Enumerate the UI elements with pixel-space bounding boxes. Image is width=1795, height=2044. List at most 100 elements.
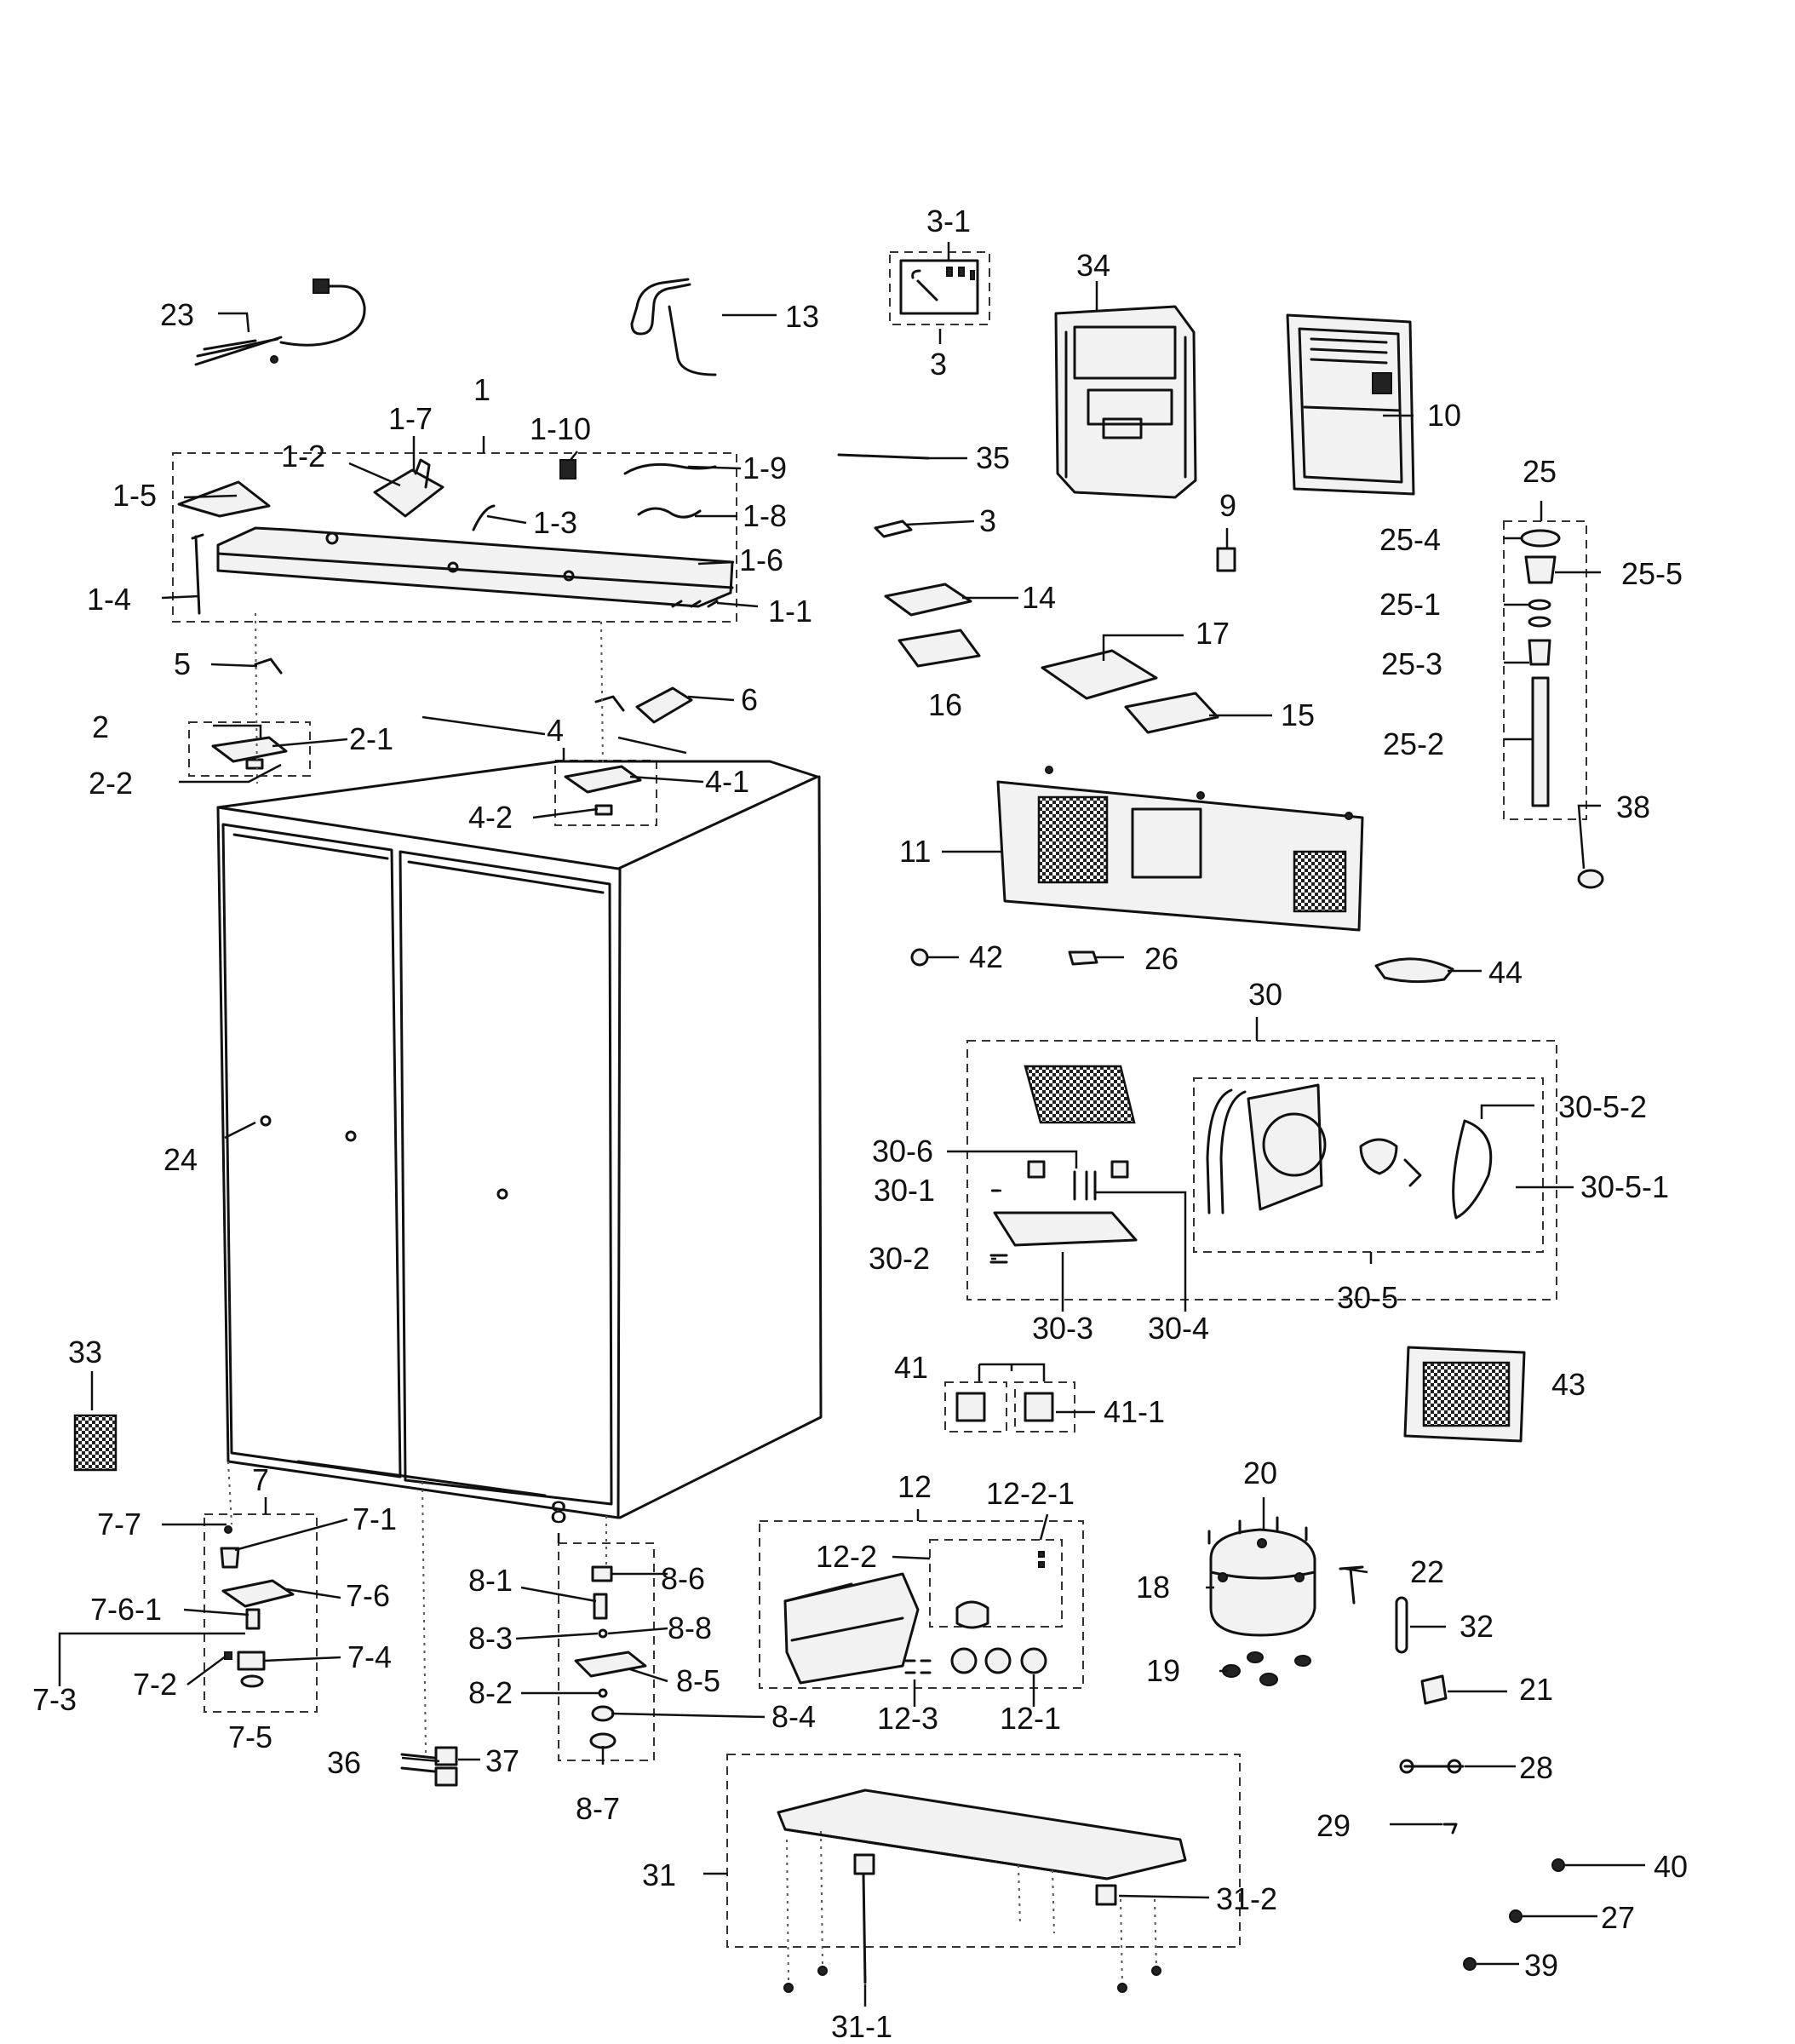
part-37-foot-2 xyxy=(434,1766,458,1787)
callout-7-4: 7-4 xyxy=(347,1639,392,1674)
part-16-plate xyxy=(898,629,981,668)
callout-17: 17 xyxy=(1196,616,1230,651)
callout-30-1: 30-1 xyxy=(874,1173,935,1208)
part-1-6-top-cover xyxy=(216,526,734,608)
callout-30-5-2: 30-5-2 xyxy=(1558,1089,1647,1124)
callout-8-1: 8-1 xyxy=(468,1563,513,1598)
part-10-cover-panel xyxy=(1286,313,1415,496)
callout-28: 28 xyxy=(1519,1750,1553,1785)
callout-8-3: 8-3 xyxy=(468,1621,513,1656)
callout-19: 19 xyxy=(1146,1653,1180,1688)
part-4-2-washer xyxy=(594,804,613,816)
callout-27: 27 xyxy=(1601,1900,1635,1935)
part-13-tube-tail xyxy=(668,305,717,376)
callout-2: 2 xyxy=(92,709,109,744)
callout-31-2: 31-2 xyxy=(1216,1881,1277,1916)
callout-7-6-1: 7-6-1 xyxy=(90,1592,162,1627)
callout-30-5-1: 30-5-1 xyxy=(1580,1169,1669,1204)
callout-31: 31 xyxy=(642,1857,676,1892)
part-5-bracket xyxy=(254,657,283,675)
callout-25-1: 25-1 xyxy=(1379,587,1441,622)
part-9-clip xyxy=(1216,547,1236,572)
part-25-filter-assembly xyxy=(1520,529,1561,807)
callout-labels: 1 1-1 1-2 1-3 1-4 1-5 1-6 1-7 1-8 1-9 1-… xyxy=(32,204,1688,2044)
callout-12-1: 12-1 xyxy=(1000,1701,1061,1736)
callout-7-6: 7-6 xyxy=(346,1578,390,1613)
group-box-25 xyxy=(1503,520,1587,820)
part-1-4-wire xyxy=(191,533,204,615)
callout-7-1: 7-1 xyxy=(353,1501,397,1536)
part-1-10-connector xyxy=(559,459,576,479)
part-18-compressor xyxy=(1209,1528,1316,1686)
callout-1: 1 xyxy=(473,372,490,407)
callout-41: 41 xyxy=(894,1350,928,1385)
part-24-refrigerator-cabinet xyxy=(216,760,823,1519)
callout-44: 44 xyxy=(1488,955,1523,990)
callout-7-3: 7-3 xyxy=(32,1682,77,1717)
callout-8-4: 8-4 xyxy=(771,1699,816,1734)
part-40-grommet xyxy=(1551,1858,1565,1872)
callout-2-2: 2-2 xyxy=(89,766,133,801)
callout-12: 12 xyxy=(898,1469,932,1504)
part-15-pcb xyxy=(1124,692,1219,734)
part-42-nut xyxy=(910,948,929,967)
part-31-base-plate xyxy=(777,1788,1187,1993)
callout-25-4: 25-4 xyxy=(1379,522,1441,557)
callout-6: 6 xyxy=(741,682,758,717)
callout-7-2: 7-2 xyxy=(133,1667,177,1702)
part-1-1-screws xyxy=(671,600,719,608)
callout-22: 22 xyxy=(1410,1554,1444,1589)
part-41-1-bracket xyxy=(1024,1392,1054,1422)
callout-3-bracket: 3 xyxy=(979,503,996,538)
group-box-12-2 xyxy=(929,1539,1063,1628)
part-44-fitting xyxy=(1374,957,1454,984)
callout-7: 7 xyxy=(252,1462,269,1497)
callout-42: 42 xyxy=(969,939,1003,974)
part-39-grommet xyxy=(1463,1957,1477,1971)
callout-30-3: 30-3 xyxy=(1032,1311,1093,1346)
part-14-plate xyxy=(884,583,972,617)
callout-34: 34 xyxy=(1076,248,1110,283)
part-13-tube xyxy=(630,278,691,336)
part-6-bracket xyxy=(635,686,693,724)
callout-35: 35 xyxy=(976,440,1010,475)
callout-12-2: 12-2 xyxy=(816,1539,877,1574)
part-1-7-pin xyxy=(414,458,431,489)
callout-1-3: 1-3 xyxy=(533,505,577,540)
callout-5: 5 xyxy=(174,646,191,681)
part-28-ring xyxy=(1399,1759,1414,1774)
callout-1-1: 1-1 xyxy=(768,594,812,629)
part-2-1-hinge xyxy=(211,736,288,763)
part-7-lower-hinge xyxy=(220,1525,295,1688)
part-28-ring-2 xyxy=(1447,1759,1462,1774)
part-2-2-washer xyxy=(245,758,264,770)
callout-30: 30 xyxy=(1248,977,1282,1012)
group-box-12 xyxy=(759,1520,1084,1689)
part-27-grommet xyxy=(1509,1909,1523,1923)
callout-1-5: 1-5 xyxy=(112,478,157,513)
callout-26: 26 xyxy=(1144,941,1179,976)
callout-12-3: 12-3 xyxy=(877,1701,938,1736)
part-20-bolts xyxy=(1207,1516,1308,1545)
group-box-8 xyxy=(558,1542,655,1761)
callout-10: 10 xyxy=(1427,398,1461,433)
part-43-grill xyxy=(1403,1346,1526,1443)
callout-23: 23 xyxy=(160,297,194,332)
callout-3-1: 3-1 xyxy=(926,204,971,238)
part-1-8-harness xyxy=(637,507,702,519)
callout-12-2-1: 12-2-1 xyxy=(986,1476,1075,1511)
part-36-pins xyxy=(400,1753,436,1773)
callout-18: 18 xyxy=(1136,1570,1170,1605)
callout-30-4: 30-4 xyxy=(1148,1311,1209,1346)
part-21-cover xyxy=(1420,1674,1448,1705)
callout-16: 16 xyxy=(928,687,962,722)
callout-32: 32 xyxy=(1460,1609,1494,1644)
group-box-2 xyxy=(188,721,311,777)
callout-7-7: 7-7 xyxy=(97,1507,141,1542)
part-1-3-wire xyxy=(472,504,496,531)
callout-36: 36 xyxy=(327,1745,361,1780)
callout-29: 29 xyxy=(1316,1808,1351,1843)
callout-9: 9 xyxy=(1219,488,1236,523)
callout-15: 15 xyxy=(1281,698,1315,732)
